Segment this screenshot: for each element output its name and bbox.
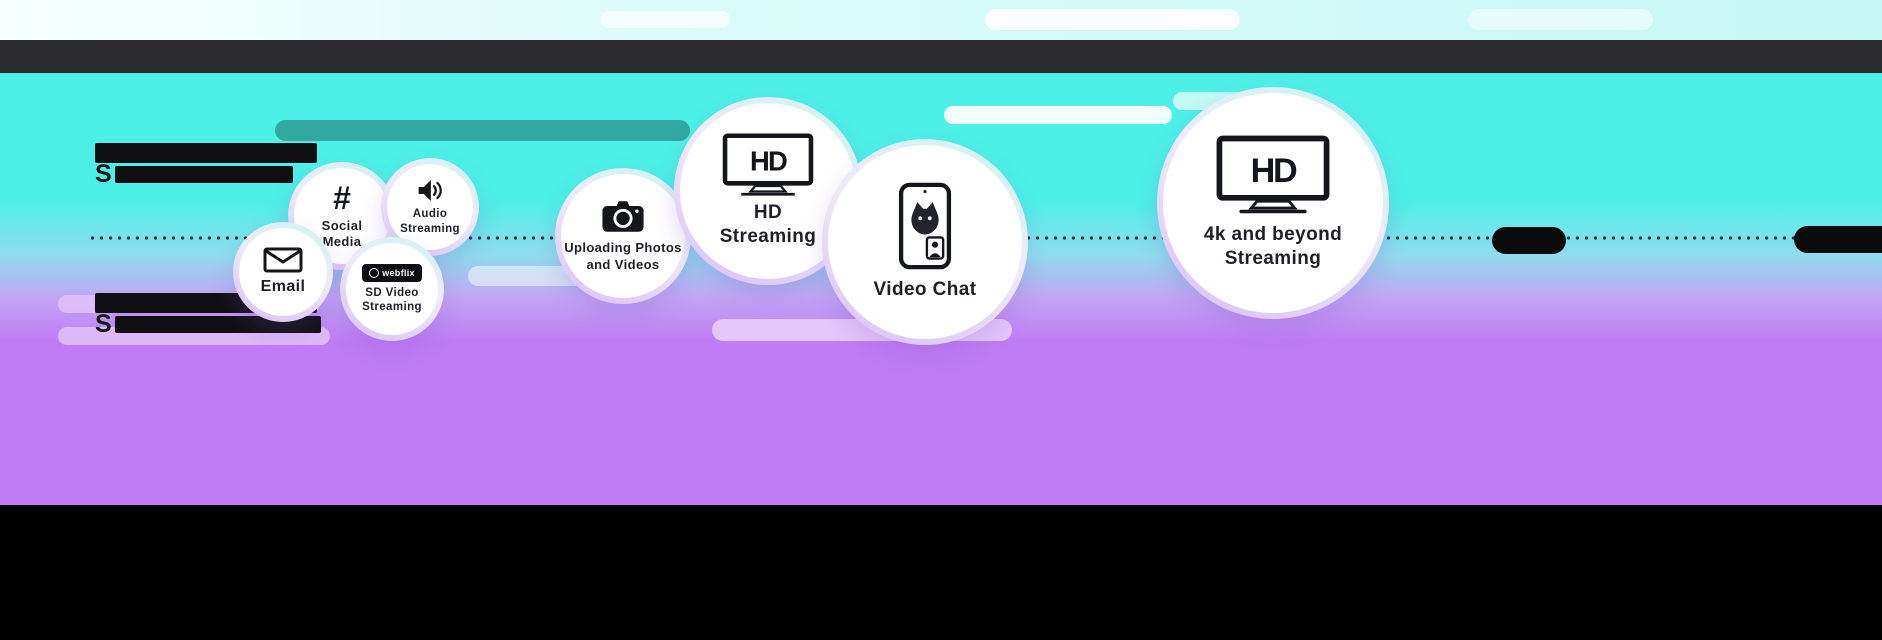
top-dark-bar <box>0 40 1882 73</box>
decorative-pill <box>944 106 1172 124</box>
redacted-subheading-lower: S <box>95 312 321 337</box>
redacted-axis-pill <box>1794 226 1882 253</box>
redacted-text-bar <box>114 316 321 333</box>
bubble-sd-video-streaming: webflix SD Video Streaming <box>340 237 444 341</box>
bubble-label: Social Media <box>321 217 363 249</box>
webflix-logo-text: webflix <box>382 267 415 278</box>
visible-letter: S <box>95 310 112 338</box>
decorative-pill <box>275 120 690 141</box>
bottom-black-band <box>0 505 1882 640</box>
bubble-audio-streaming: Audio Streaming <box>381 158 479 256</box>
video-chat-phone-icon <box>898 182 952 270</box>
bubble-4k-streaming: HD 4k and beyond Streaming <box>1157 87 1389 319</box>
bubble-label: Uploading Photos and Videos <box>564 240 682 272</box>
bubble-hd-streaming: HD HD Streaming <box>674 97 862 285</box>
top-light-strip <box>0 0 1882 40</box>
bubble-email: Email <box>233 222 333 322</box>
bubble-video-chat: Video Chat <box>822 139 1028 345</box>
bubble-label: SD Video Streaming <box>362 286 422 313</box>
hd-tv-icon: HD <box>722 133 814 196</box>
speaker-icon <box>418 180 442 202</box>
redacted-heading-upper <box>95 143 317 163</box>
bubble-label: Audio Streaming <box>400 208 460 235</box>
hd-screen-text: HD <box>1251 152 1297 190</box>
bubble-uploading-photos-videos: Uploading Photos and Videos <box>555 168 691 304</box>
visible-letter: S <box>95 160 112 188</box>
bubble-label: 4k and beyond Streaming <box>1203 224 1343 269</box>
decorative-pill <box>600 11 730 28</box>
decorative-pill <box>985 9 1240 30</box>
decorative-pill <box>1468 9 1653 30</box>
bubble-label: HD Streaming <box>719 202 817 247</box>
redacted-text-bar <box>114 166 293 183</box>
bubble-label: Video Chat <box>873 279 977 301</box>
redacted-subheading-upper: S <box>95 162 293 187</box>
hd-screen-text: HD <box>750 146 787 177</box>
bubble-label: Email <box>260 278 306 295</box>
envelope-icon <box>263 247 303 273</box>
webflix-logo: webflix <box>362 263 422 282</box>
redacted-axis-pill <box>1492 227 1566 254</box>
hashtag-icon: # <box>333 179 351 216</box>
hd-tv-icon: HD <box>1216 135 1330 214</box>
camera-icon <box>602 201 644 233</box>
webflix-circle-icon <box>369 267 380 278</box>
